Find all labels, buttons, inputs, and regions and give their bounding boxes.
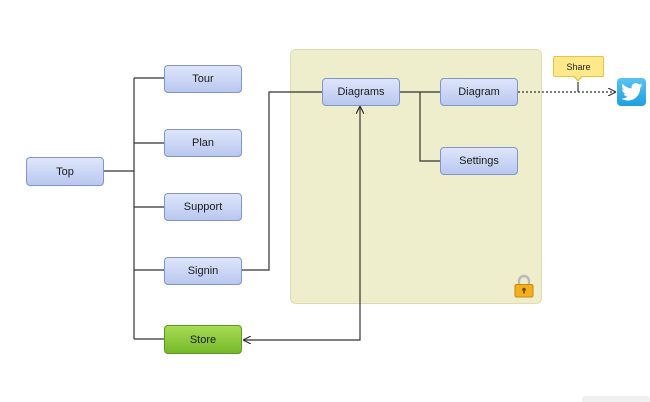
edge-signin-diagrams xyxy=(241,91,322,271)
node-diagram[interactable]: Diagram xyxy=(440,78,518,106)
node-support[interactable]: Support xyxy=(164,193,242,221)
share-callout[interactable]: Share xyxy=(553,56,604,77)
scrollbar-hint xyxy=(582,396,650,402)
edge-settings-branch xyxy=(419,92,440,162)
node-store[interactable]: Store xyxy=(164,325,242,354)
padlock-icon xyxy=(512,274,536,298)
node-signin[interactable]: Signin xyxy=(164,257,242,285)
share-callout-tail xyxy=(573,75,583,82)
twitter-bird-icon[interactable] xyxy=(617,78,646,106)
node-plan[interactable]: Plan xyxy=(164,129,242,157)
node-settings[interactable]: Settings xyxy=(440,147,518,175)
twitter-bird-glyph xyxy=(620,83,642,101)
node-tour[interactable]: Tour xyxy=(164,65,242,93)
node-diagrams[interactable]: Diagrams xyxy=(322,78,400,106)
node-top[interactable]: Top xyxy=(26,157,104,186)
edge-store-diagrams xyxy=(244,107,360,340)
